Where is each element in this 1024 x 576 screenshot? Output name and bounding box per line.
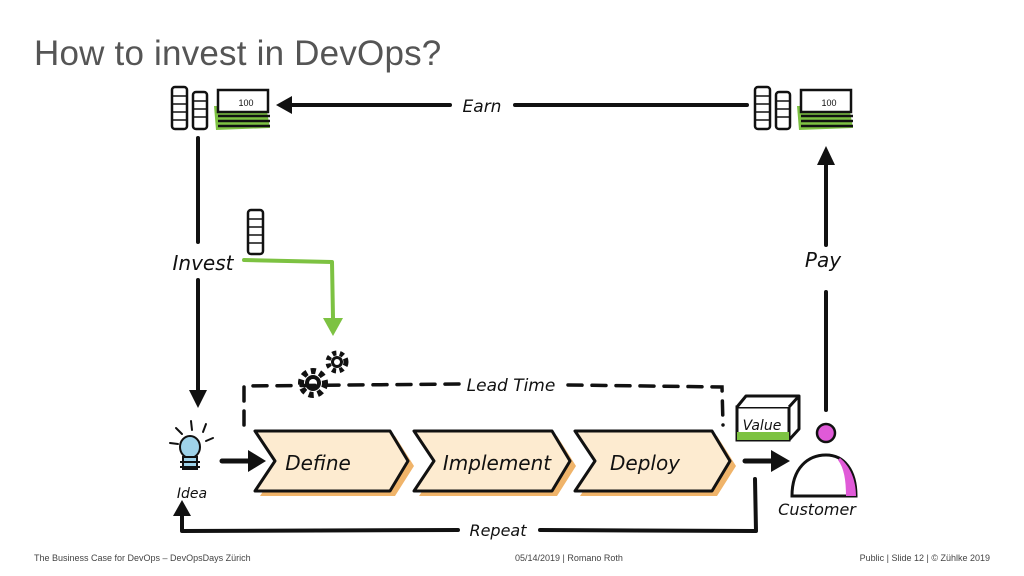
idea-label: Idea: [177, 486, 207, 502]
money-note-label-right: 100: [821, 98, 836, 108]
value-box-icon: Value: [735, 394, 801, 442]
stage-define-label: Define: [285, 451, 351, 475]
stage-implement: Implement: [412, 429, 576, 496]
footer-slide-info: Public | Slide 12 | © Zühlke 2019: [859, 553, 990, 563]
idea-to-define-arrow: [219, 450, 266, 472]
repeat-label: Repeat: [469, 521, 527, 540]
value-label: Value: [743, 418, 782, 434]
coin-stack-icon: [246, 208, 265, 256]
invest-arrow: Invest: [173, 136, 235, 408]
lead-time-bracket: Lead Time: [242, 376, 725, 427]
stage-implement-label: Implement: [443, 451, 552, 475]
earn-label: Earn: [463, 97, 502, 117]
slide-title: How to invest in DevOps?: [34, 34, 442, 73]
pay-arrow: Pay: [805, 146, 842, 412]
idea-lightbulb-icon: Idea: [169, 420, 214, 502]
money-note-label-left: 100: [238, 98, 253, 108]
customer-label: Customer: [778, 500, 857, 519]
stage-deploy-label: Deploy: [610, 451, 681, 475]
repeat-arrow: Repeat: [173, 477, 758, 540]
pay-label: Pay: [805, 248, 842, 272]
green-invest-arrow: [242, 258, 343, 336]
money-stack-right-icon: 100: [753, 85, 853, 131]
lead-time-label: Lead Time: [467, 376, 556, 396]
gears-icon: [298, 350, 349, 398]
customer-person-icon: Customer: [778, 422, 858, 519]
deploy-to-customer-arrow: [742, 450, 790, 472]
earn-arrow: Earn: [276, 96, 749, 117]
invest-label: Invest: [173, 251, 235, 275]
stage-define: Define: [253, 429, 414, 496]
money-stack-left-icon: 100: [170, 85, 270, 131]
footer-date-author: 05/14/2019 | Romano Roth: [515, 553, 623, 563]
stage-deploy: Deploy: [573, 429, 736, 496]
footer-presentation-title: The Business Case for DevOps – DevOpsDay…: [34, 553, 251, 563]
